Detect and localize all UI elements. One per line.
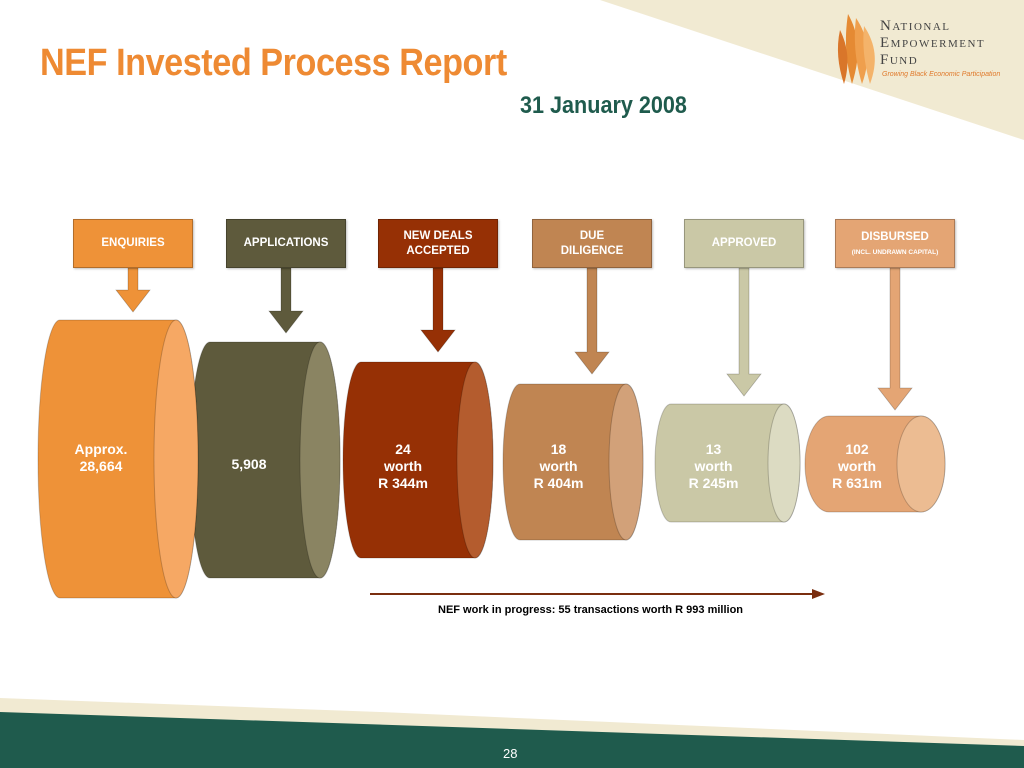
- stage-box: NEW DEALS ACCEPTED: [378, 219, 498, 268]
- stage-box: APPROVED: [684, 219, 804, 268]
- stage-value-line: 28,664: [79, 458, 123, 474]
- flame-stripes-icon: [837, 14, 875, 84]
- stage-box: ENQUIRIES: [73, 219, 193, 268]
- cylinder-end: [896, 415, 946, 513]
- stage-value-line: worth: [694, 458, 733, 474]
- stage-value-line: R 344m: [378, 475, 428, 491]
- stage-arrow: [115, 267, 151, 313]
- stage-value-line: 13: [705, 441, 722, 457]
- cylinder-end: [299, 341, 341, 579]
- stage-label: ENQUIRIES: [101, 237, 165, 249]
- footer-green-band: [0, 712, 1024, 768]
- stage-box: DISBURSED (INCL. UNDRAWN CAPITAL): [835, 219, 955, 268]
- stage-note: (INCL. UNDRAWN CAPITAL): [851, 248, 939, 256]
- cylinder-end: [153, 319, 199, 599]
- stage-value-line: 102: [845, 441, 869, 457]
- stage-value-line: worth: [383, 458, 423, 474]
- cylinder-end: [767, 403, 801, 523]
- stage-value: 5,908: [194, 456, 304, 473]
- stage-arrow: [574, 267, 610, 375]
- cylinder-end: [456, 361, 494, 559]
- stage-box: DUE DILIGENCE: [532, 219, 652, 268]
- logo-line: Fund: [880, 52, 919, 68]
- stage-value-line: 5,908: [231, 456, 267, 472]
- logo-line: National: [880, 18, 951, 34]
- stage-value: Approx.28,664: [43, 441, 159, 475]
- stage-arrow: [726, 267, 762, 397]
- progress-arrow-head: [812, 589, 825, 599]
- logo-line: Empowerment: [880, 35, 986, 51]
- logo-wordmark: National Empowerment Fund: [880, 18, 985, 69]
- stage-arrow: [420, 267, 456, 353]
- stage-label: DISBURSED: [861, 230, 929, 243]
- funnel-cylinders: [37, 319, 946, 599]
- stage-value-line: R 631m: [832, 475, 882, 491]
- stage-box: APPLICATIONS: [226, 219, 346, 268]
- progress-caption: NEF work in progress: 55 transactions wo…: [438, 604, 744, 616]
- stage-label: APPROVED: [711, 237, 777, 249]
- stage-label: DUE DILIGENCE: [560, 229, 624, 257]
- page-number: 28: [503, 746, 518, 761]
- stage-arrow: [877, 267, 913, 411]
- report-date: 31 January 2008: [520, 92, 687, 119]
- stage-value-line: R 404m: [533, 475, 584, 491]
- stage-value-line: 18: [550, 441, 567, 457]
- stage-arrow: [268, 267, 304, 334]
- stage-label: APPLICATIONS: [243, 237, 329, 249]
- logo-tagline: Growing Black Economic Participation: [882, 71, 1001, 78]
- stage-label: NEW DEALS ACCEPTED: [403, 229, 473, 257]
- cylinder-end: [608, 383, 644, 541]
- stage-value-line: R 245m: [688, 475, 739, 491]
- stage-value-line: Approx.: [74, 441, 128, 457]
- corner-decoration: [600, 0, 1024, 140]
- page-title: NEF Invested Process Report: [40, 42, 507, 84]
- stage-value-line: worth: [837, 458, 877, 474]
- stage-value-line: 24: [395, 441, 411, 457]
- stage-arrows: [115, 267, 913, 411]
- stage-value-line: worth: [539, 458, 578, 474]
